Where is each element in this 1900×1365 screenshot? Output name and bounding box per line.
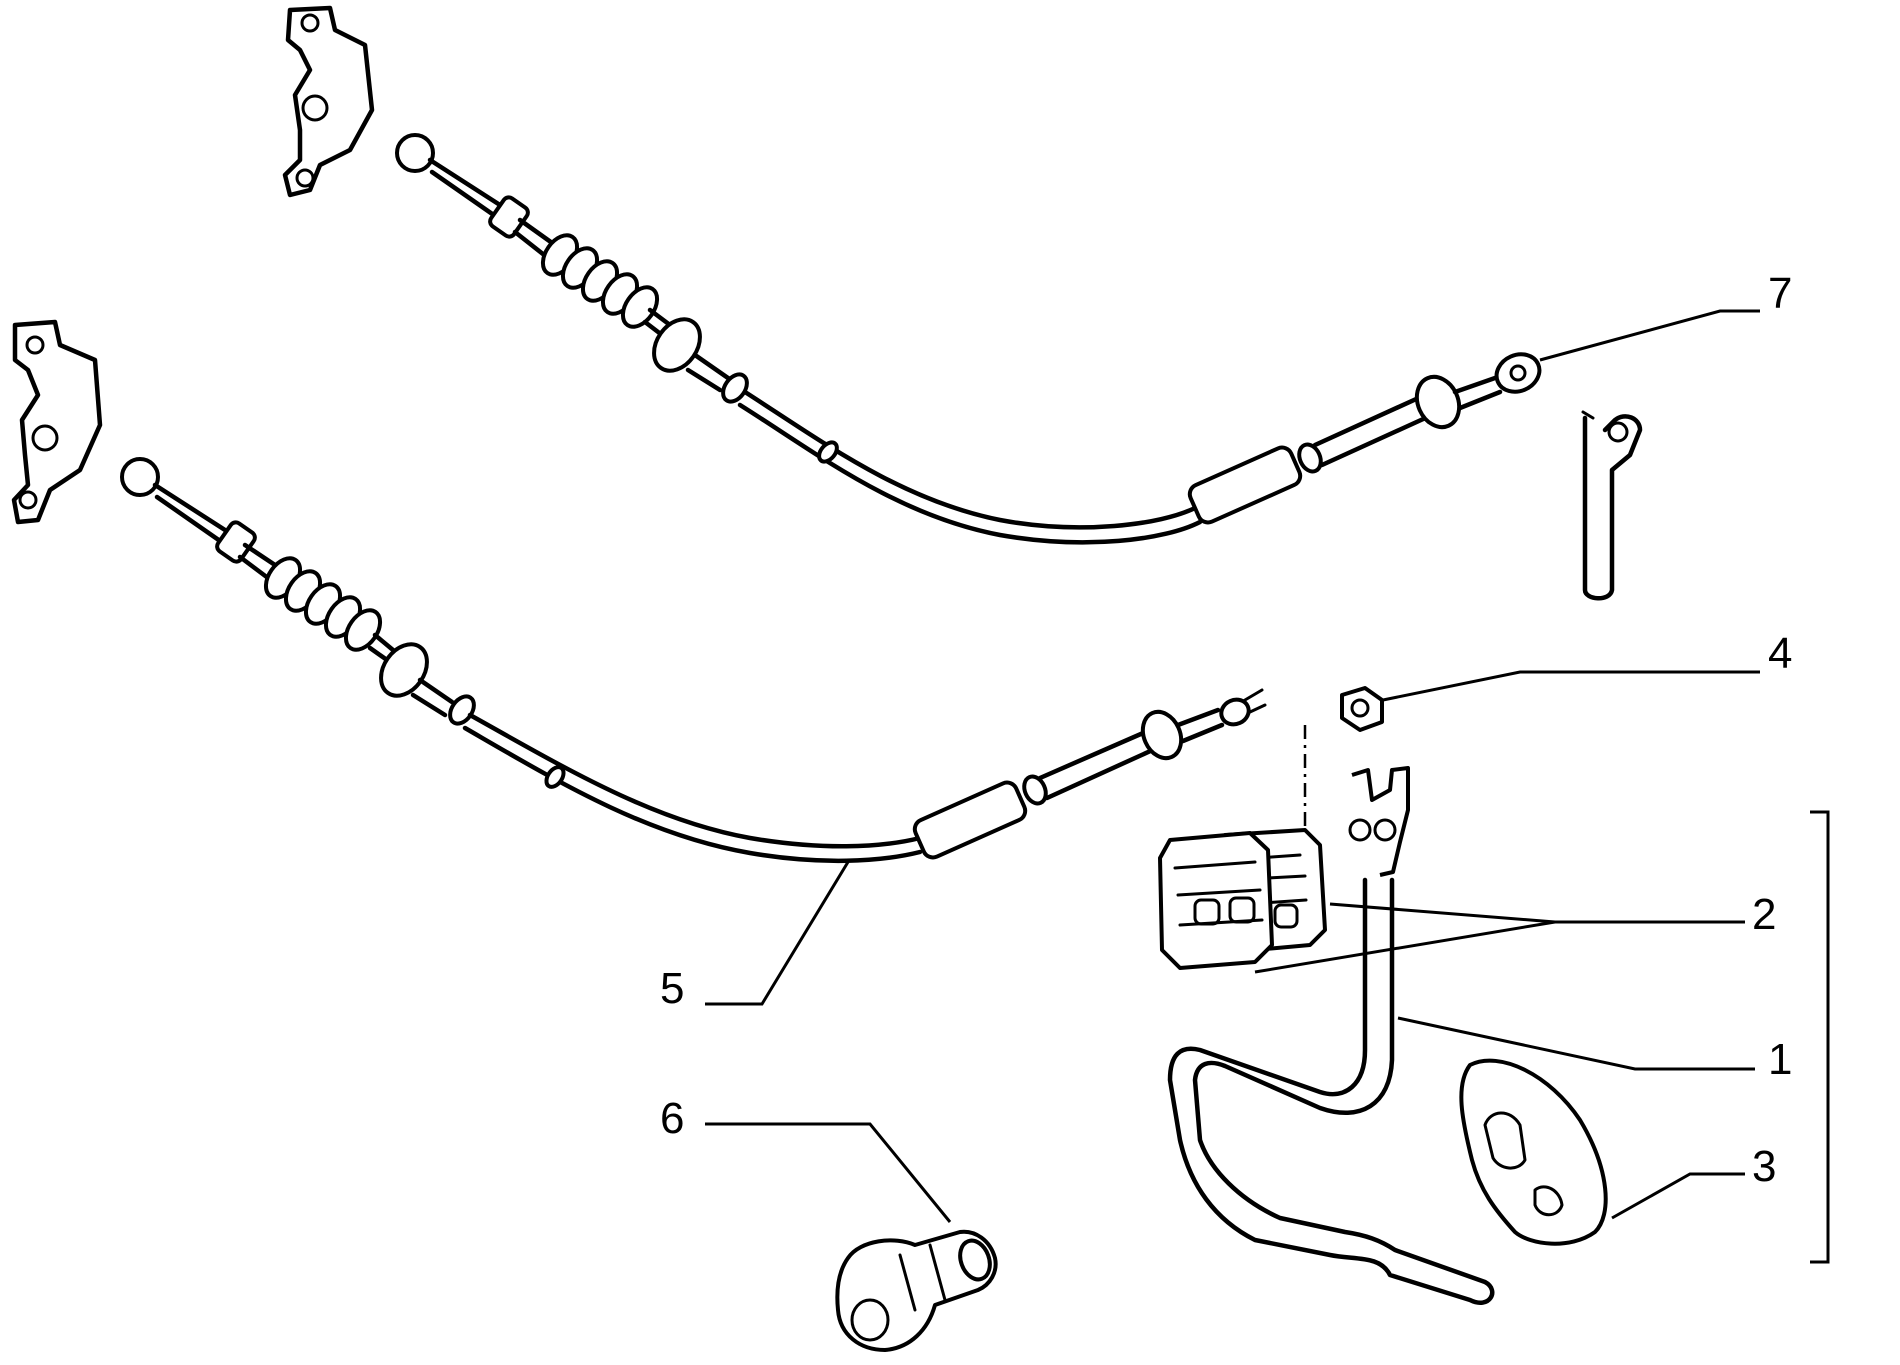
upper-mounting-bracket (282, 5, 375, 198)
leader-7 (1539, 309, 1760, 362)
cover-plate (1459, 1058, 1608, 1246)
lower-mounting-bracket (11, 319, 103, 525)
switch-connector (835, 1229, 998, 1352)
callout-2: 2 (1752, 890, 1776, 939)
callout-7: 7 (1768, 269, 1792, 318)
lower-gear-cable (120, 457, 1267, 864)
callout-3: 3 (1752, 1142, 1776, 1191)
upper-gear-cable (395, 133, 1542, 545)
leader-4 (1382, 670, 1760, 702)
leader-3 (1611, 1172, 1745, 1220)
assembly-bracket (1810, 810, 1830, 1264)
lever-blocks (1158, 828, 1327, 970)
cable-rod-end (1581, 410, 1643, 601)
leader-2 (1254, 902, 1745, 974)
nut (1340, 686, 1384, 732)
callout-4: 4 (1768, 629, 1792, 678)
leader-5 (705, 861, 850, 1006)
leader-6 (705, 1122, 952, 1223)
callout-6: 6 (660, 1094, 684, 1143)
gear-lever (1167, 766, 1495, 1305)
callout-1: 1 (1768, 1035, 1792, 1084)
callout-5: 5 (660, 964, 684, 1013)
leader-1 (1397, 1016, 1755, 1071)
